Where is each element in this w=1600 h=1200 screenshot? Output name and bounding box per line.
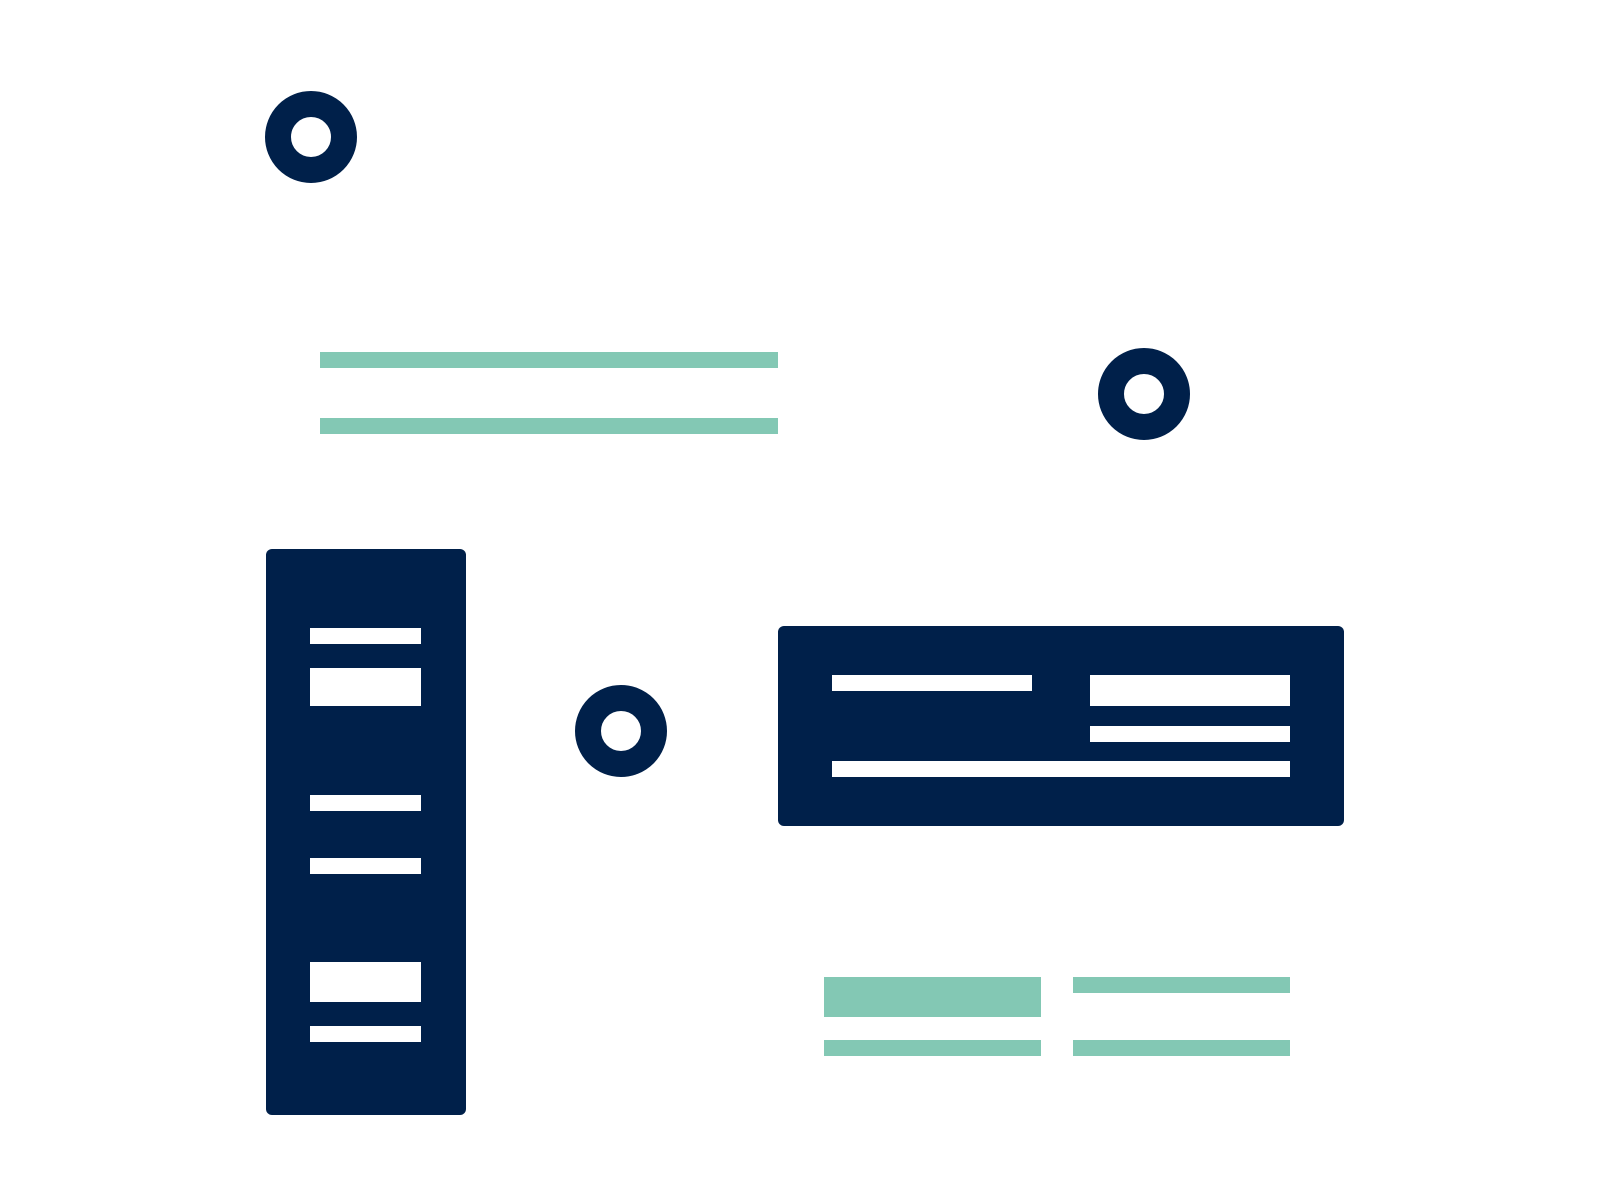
right-panel [778, 626, 1344, 826]
right-panel-block-1 [1090, 675, 1290, 706]
right-panel-line-1 [832, 675, 1032, 691]
teal-line-bottom-right-2 [1073, 1040, 1290, 1056]
left-panel-line-3 [310, 858, 421, 874]
ring-icon-right [1098, 348, 1190, 440]
left-panel-line-4 [310, 1026, 421, 1042]
right-panel-line-3 [832, 761, 1290, 777]
left-panel [266, 549, 466, 1115]
teal-line-top-1 [320, 352, 778, 368]
teal-line-bottom-left-2 [824, 1040, 1041, 1056]
right-panel-line-2 [1090, 726, 1290, 742]
teal-block-bottom-left [824, 977, 1041, 1017]
teal-line-bottom-right-1 [1073, 977, 1290, 993]
left-panel-block-1 [310, 668, 421, 706]
ring-icon-center [575, 685, 667, 777]
teal-line-top-2 [320, 418, 778, 434]
left-panel-block-2 [310, 962, 421, 1002]
left-panel-line-1 [310, 628, 421, 644]
left-panel-line-2 [310, 795, 421, 811]
ring-icon-top-left [265, 91, 357, 183]
